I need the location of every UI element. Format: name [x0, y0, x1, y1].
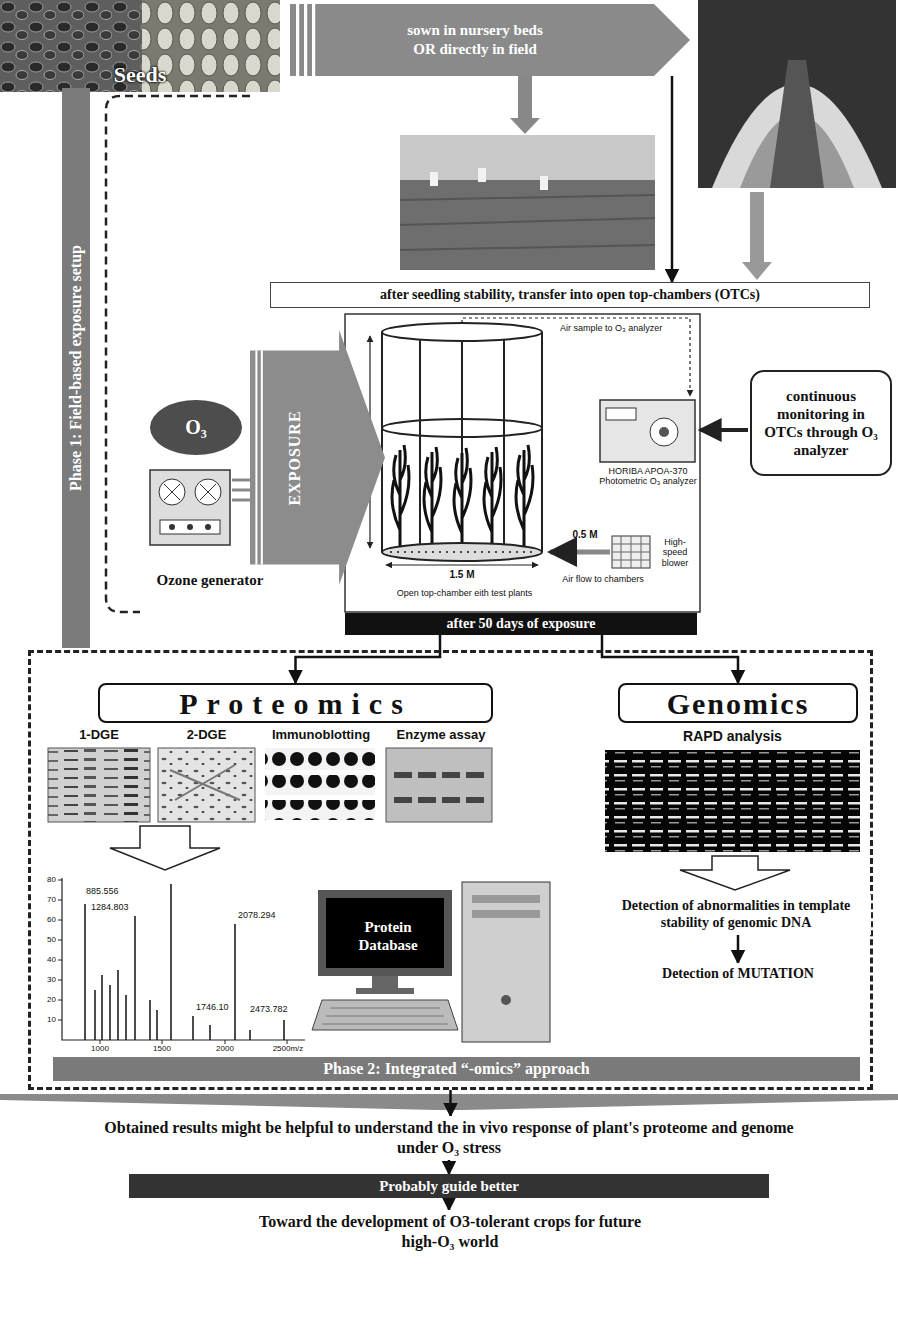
node-text: Probably guide better	[379, 1178, 519, 1195]
ozone-ellipse: O₃	[150, 400, 242, 455]
node-text: Toward the development of O3-tolerant cr…	[240, 1212, 660, 1252]
part-label: High-speed blower	[652, 537, 698, 568]
database-screen: Protein Database	[333, 906, 443, 966]
node-text: after seedling stability, transfer into …	[380, 287, 760, 303]
part-label: HORIBA APOA-370 Photometric O₃ analyzer	[596, 466, 700, 487]
monitor-box: continuous monitoring in OTCs through O₃…	[750, 370, 892, 476]
node-text: O₃	[185, 416, 207, 439]
part-label: 2-DGE	[158, 728, 255, 743]
axis-tick: 20	[36, 995, 56, 1004]
conclusion-text: Obtained results might be helpful to und…	[20, 1116, 878, 1160]
exposure-arrow: EXPOSURE	[250, 330, 385, 585]
part-label: Immunoblotting	[258, 728, 384, 743]
flow-arrow-band: sown in nursery beds OR directly in fiel…	[290, 4, 690, 76]
guide-band: Probably guide better	[129, 1174, 769, 1198]
part-label: 1.5 M	[430, 569, 494, 581]
axis-tick: 2000	[205, 1044, 245, 1053]
node-text: after 50 days of exposure	[447, 616, 596, 632]
node-text: Detection of MUTATION	[662, 966, 814, 982]
node-text: Obtained results might be helpful to und…	[99, 1118, 799, 1158]
axis-tick: 80	[36, 875, 56, 884]
axis-tick: 50	[36, 935, 56, 944]
connector-arrow	[602, 635, 738, 683]
peak-value: 2078.294	[238, 910, 284, 920]
part-label: Enzyme assay	[386, 728, 496, 743]
axis-tick: 2500m/z	[265, 1044, 311, 1053]
phase-container: Phase 2: Integrated “-omics” approach Pro…	[28, 650, 873, 1090]
peak-value: 1746.10	[196, 1002, 234, 1012]
part-label: RAPD analysis	[605, 728, 860, 744]
peak-value: 2473.782	[250, 1004, 294, 1014]
result-text: Detection of MUTATION	[633, 963, 843, 985]
part-label: Air sample to O₃ analyzer	[560, 323, 695, 333]
node-text: Phase 2: Integrated “-omics” approach	[53, 1057, 860, 1081]
result-text: Detection of abnormalities in template s…	[601, 895, 871, 935]
node-text: Detection of abnormalities in template s…	[603, 898, 869, 932]
node-text: Seeds	[114, 62, 167, 88]
omics-box: Proteomics	[98, 683, 493, 723]
connector-arrow	[737, 935, 740, 963]
node-text: Phase 1: Field-based exposure setup	[67, 245, 85, 491]
node-text: Protein Database	[333, 918, 443, 954]
node-text: EXPOSURE	[286, 410, 304, 505]
node-text: sown in nursery beds OR directly in fiel…	[395, 21, 585, 60]
part-label: Air flow to chambers	[548, 574, 658, 584]
conclusion-text: Toward the development of O3-tolerant cr…	[60, 1210, 840, 1254]
omics-box: Genomics	[618, 683, 858, 723]
connector-arrow	[671, 76, 674, 282]
connector-arrow	[296, 635, 441, 683]
connector-arrow	[448, 1198, 451, 1210]
axis-tick: 60	[36, 915, 56, 924]
connector-arrow	[449, 1090, 452, 1116]
part-label: 0.5 M	[560, 529, 610, 541]
axis-tick: 1000	[80, 1044, 120, 1053]
step-box: after seedling stability, transfer into …	[270, 282, 870, 308]
node-text: Proteomics	[179, 687, 412, 720]
axis-tick: 10	[36, 1015, 56, 1024]
connector-arrow	[448, 1160, 451, 1174]
node-text: continuous monitoring in OTCs through O₃…	[758, 387, 884, 459]
axis-tick: 30	[36, 975, 56, 984]
axis-tick: 40	[36, 955, 56, 964]
phase-band: Phase 1: Field-based exposure setup	[62, 88, 90, 648]
part-label: Open top-chamber eith test plants	[362, 588, 567, 598]
seed-photo: Seeds	[0, 0, 280, 92]
part-label: 1-DGE	[48, 728, 150, 743]
part-label: Ozone generator	[125, 572, 295, 589]
peak-value: 1284.803	[91, 902, 135, 912]
node-text: Genomics	[667, 687, 810, 720]
axis-tick: 1500	[142, 1044, 182, 1053]
step-band: after 50 days of exposure	[345, 613, 697, 635]
peak-value: 885.556	[86, 886, 130, 896]
axis-tick: 70	[36, 895, 56, 904]
